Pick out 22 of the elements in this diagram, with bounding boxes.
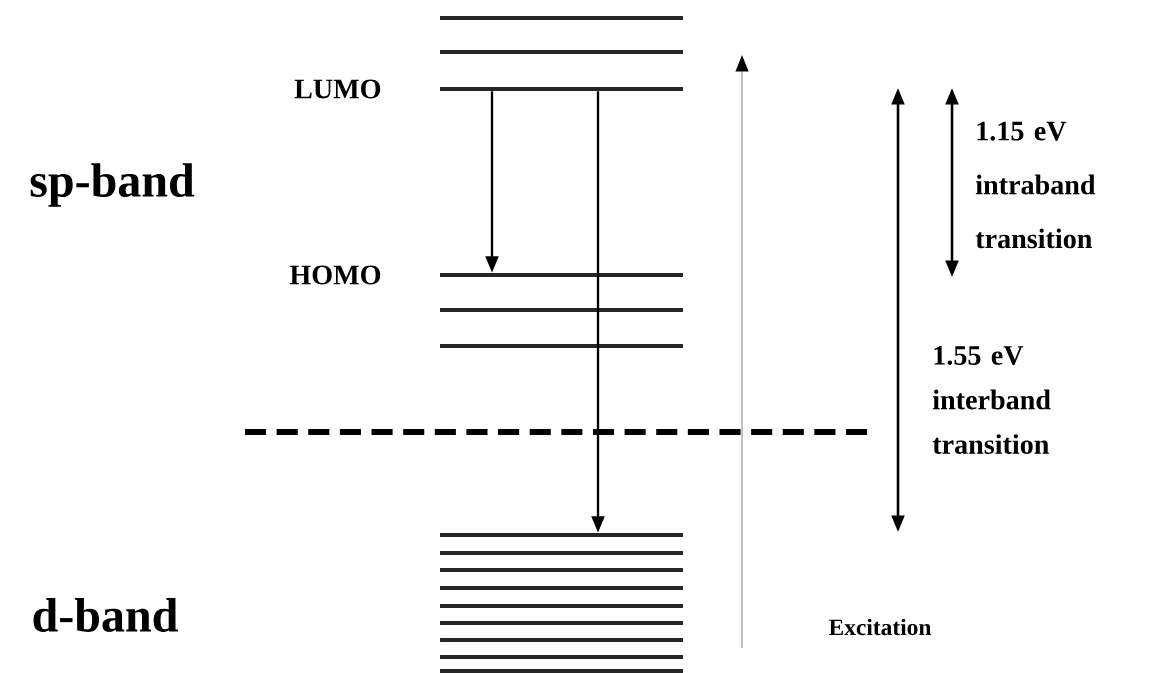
energy-level <box>440 550 683 556</box>
energy-level <box>440 272 683 278</box>
energy-label: 1.55 eV interband transition <box>932 346 1051 454</box>
energy-level <box>440 585 683 591</box>
band-label: d-band <box>33 598 178 632</box>
energy-level <box>440 668 683 673</box>
energy-label: 1.15 eV intraband transition <box>975 121 1096 249</box>
energy-level <box>440 15 683 21</box>
energy-level <box>440 603 683 609</box>
level-label: LUMO <box>294 79 381 99</box>
energy-level <box>440 86 683 92</box>
energy-level <box>440 532 683 538</box>
arrow-label: Excitation <box>829 618 932 636</box>
energy-level <box>440 654 683 660</box>
energy-level <box>440 343 683 349</box>
energy-level <box>440 49 683 55</box>
band-label: sp-band <box>30 163 195 207</box>
level-label: HOMO <box>289 265 381 285</box>
energy-level <box>440 637 683 643</box>
energy-level <box>440 620 683 626</box>
energy-level <box>440 307 683 313</box>
energy-level <box>440 567 683 573</box>
